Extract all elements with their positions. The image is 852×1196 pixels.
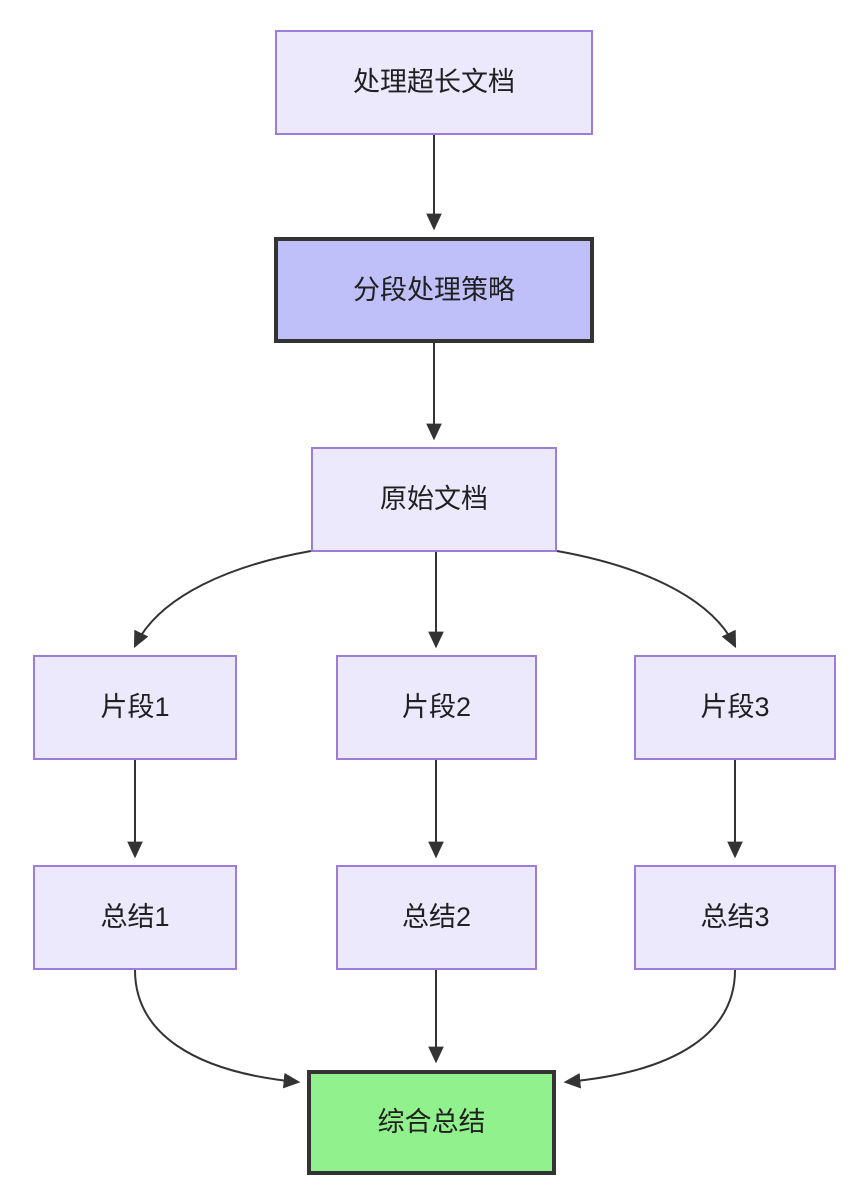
- node-process-long-document[interactable]: 处理超长文档: [275, 30, 593, 135]
- node-label: 片段3: [700, 692, 770, 723]
- node-summary-2[interactable]: 总结2: [336, 865, 537, 970]
- edge-source-to-chunk3: [556, 550, 737, 649]
- edge-summary1-to-final: [134, 969, 301, 1089]
- node-label: 总结2: [401, 902, 472, 933]
- node-label: 原始文档: [380, 484, 488, 515]
- node-label: 片段1: [100, 692, 170, 723]
- node-final-summary[interactable]: 综合总结: [307, 1070, 556, 1175]
- edge-source-to-chunk1: [133, 550, 312, 649]
- node-chunk-2[interactable]: 片段2: [336, 655, 537, 760]
- node-source-document[interactable]: 原始文档: [311, 447, 557, 552]
- node-chunking-strategy[interactable]: 分段处理策略: [274, 237, 594, 343]
- node-label: 综合总结: [377, 1107, 486, 1138]
- node-label: 片段2: [401, 692, 472, 723]
- node-label: 分段处理策略: [353, 274, 515, 305]
- node-label: 总结1: [100, 902, 170, 933]
- node-summary-3[interactable]: 总结3: [634, 865, 836, 970]
- node-label: 总结3: [700, 902, 770, 933]
- node-chunk-1[interactable]: 片段1: [33, 655, 237, 760]
- node-chunk-3[interactable]: 片段3: [634, 655, 836, 760]
- node-label: 处理超长文档: [353, 67, 515, 98]
- edge-summary3-to-final: [563, 969, 736, 1089]
- node-summary-1[interactable]: 总结1: [33, 865, 237, 970]
